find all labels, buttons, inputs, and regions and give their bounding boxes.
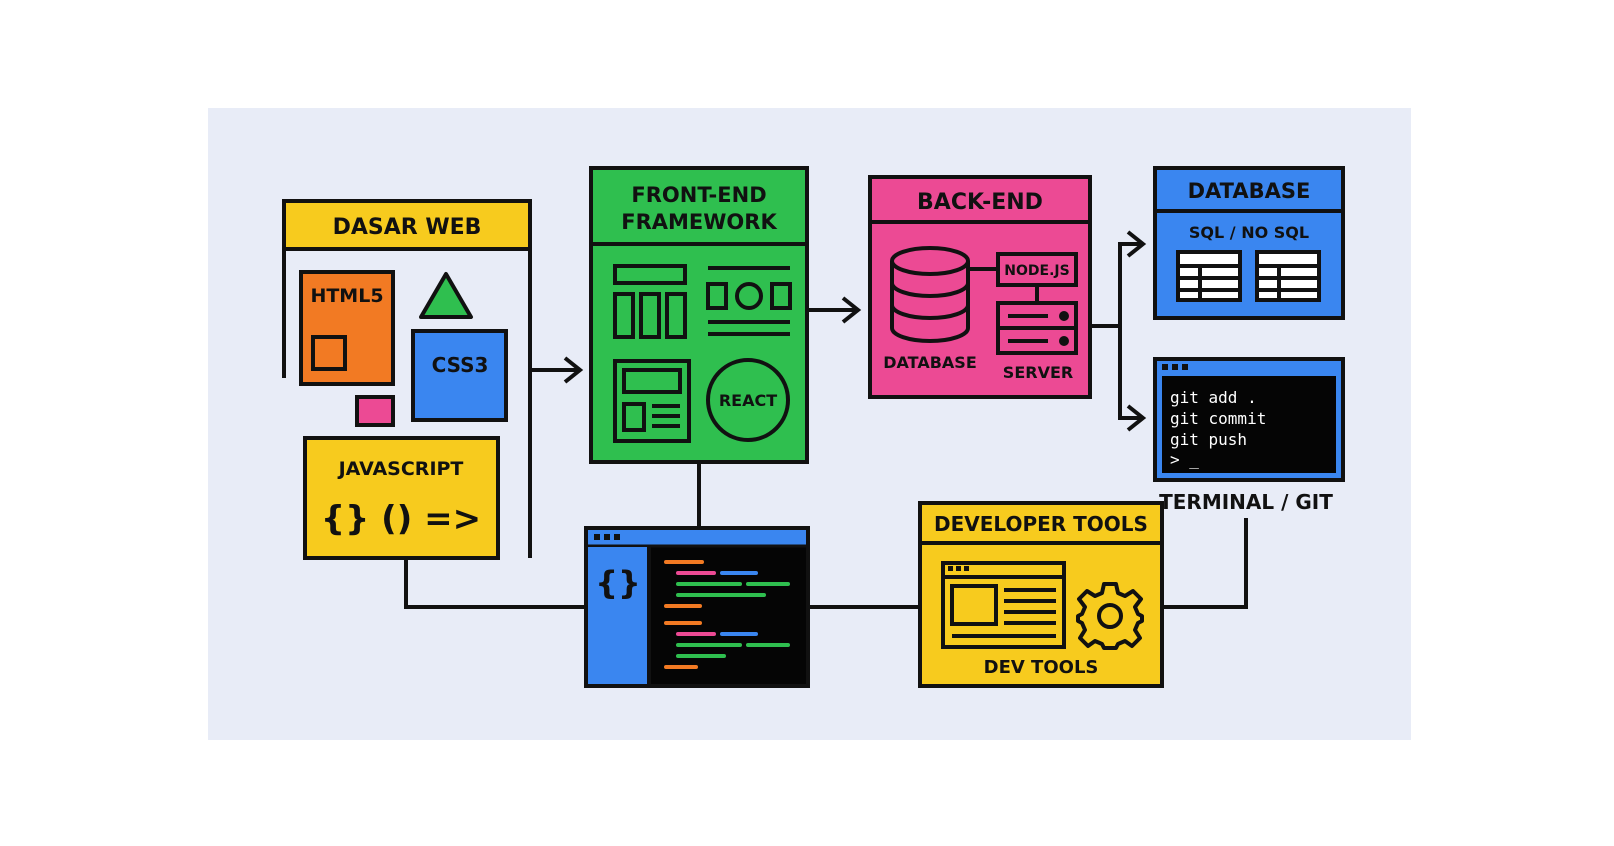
- triangle-icon: [419, 272, 473, 319]
- server-label: SERVER: [1003, 363, 1073, 382]
- arrowhead-to-database: [1126, 230, 1147, 258]
- terminal-group: git add . git commit git push > _ TERMIN…: [1153, 357, 1345, 514]
- devtools-group: DEVELOPER TOOLS DEV TOOLS: [918, 501, 1164, 688]
- code-editor-group: {}: [584, 526, 810, 688]
- terminal-screen: [1162, 376, 1336, 473]
- gear-icon: [1076, 582, 1144, 650]
- layout-gallery-icon: [706, 266, 792, 336]
- database-subtitle: SQL / NO SQL: [1189, 223, 1309, 242]
- code-lines: [664, 560, 790, 669]
- terminal-line-3: git push: [1170, 430, 1247, 449]
- js-to-editor-line: [404, 560, 586, 609]
- nodejs-box: [996, 252, 1078, 287]
- arrowhead-frontend-to-backend: [841, 296, 862, 324]
- arrowhead-dasar-to-frontend: [563, 356, 584, 384]
- dasar-web-header: [282, 199, 532, 251]
- react-circle: [706, 358, 790, 442]
- code-editor-dots: [594, 534, 620, 540]
- frontend-title-line1: FRONT-END: [631, 183, 766, 207]
- javascript-box: [303, 436, 500, 560]
- react-label: REACT: [719, 391, 777, 410]
- database-group: DATABASE SQL / NO SQL: [1153, 166, 1345, 320]
- code-editor-sidebar: [588, 547, 648, 684]
- devtools-title: DEVELOPER TOOLS: [934, 512, 1148, 536]
- terminal-line-1: git add .: [1170, 388, 1257, 407]
- frontend-group: FRONT-END FRAMEWORK REACT: [589, 166, 809, 464]
- css3-box: [411, 329, 508, 422]
- html5-square-icon: [311, 335, 347, 371]
- javascript-symbols: {} () =>: [321, 499, 481, 539]
- arrowhead-to-terminal: [1126, 404, 1147, 432]
- backend-title: BACK-END: [917, 190, 1043, 215]
- terminal-window-dots: [1162, 364, 1188, 370]
- terminal-line-4: > _: [1170, 450, 1199, 469]
- backend-branch-line: [1090, 242, 1142, 420]
- code-editor-titlebar: [588, 530, 806, 545]
- html5-label: HTML5: [310, 285, 383, 307]
- terminal-label: TERMINAL / GIT: [1159, 490, 1333, 514]
- backend-database-label: DATABASE: [883, 353, 977, 372]
- nodejs-label: NODE.JS: [1004, 263, 1069, 279]
- devtools-label: DEV TOOLS: [984, 657, 1099, 678]
- database-title: DATABASE: [1188, 179, 1311, 203]
- database-cylinder-icon: [890, 246, 970, 343]
- small-pink-square-icon: [355, 395, 395, 427]
- table-grid-icon-1: [1176, 250, 1242, 302]
- code-editor-braces: {}: [595, 564, 641, 602]
- layout-page-icon: [613, 359, 691, 443]
- browser-window-icon: [941, 561, 1066, 649]
- browser-window-dots: [948, 566, 969, 571]
- css3-label: CSS3: [432, 353, 489, 377]
- terminal-line-2: git commit: [1170, 409, 1266, 428]
- table-grid-icon-2: [1255, 250, 1321, 302]
- javascript-label: JAVASCRIPT: [337, 458, 464, 480]
- server-icon: [996, 301, 1078, 355]
- devtools-to-terminal-line: [1162, 518, 1248, 609]
- connectors: [282, 230, 1248, 609]
- frontend-title-line2: FRAMEWORK: [621, 210, 777, 234]
- layout-columns-icon: [613, 264, 687, 339]
- backend-group: BACK-END DATABASE NODE.JS SERVER: [868, 175, 1092, 399]
- dasar-web-group: DASAR WEB HTML5 CSS3 JAVASCRIPT {} () =>: [282, 199, 532, 560]
- dasar-web-title: DASAR WEB: [333, 215, 482, 240]
